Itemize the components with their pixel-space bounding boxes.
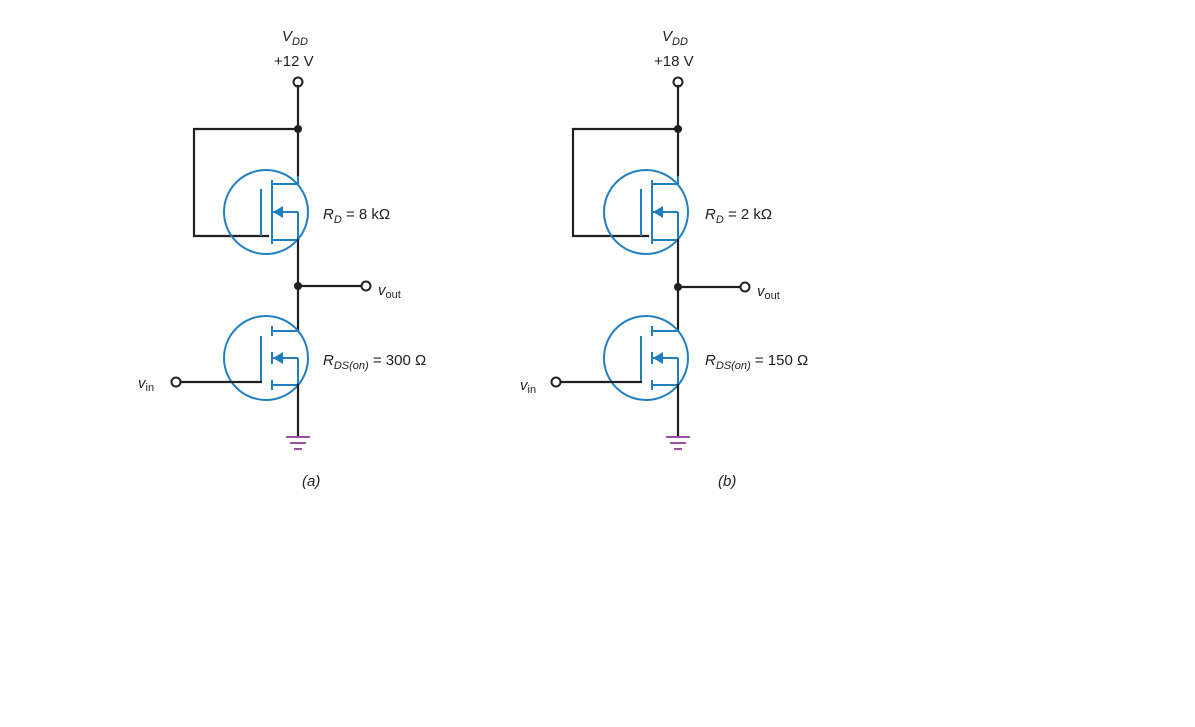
vdd-value-b: +18 V — [654, 53, 694, 70]
vout-label-b: vout — [757, 283, 780, 302]
vin-label-a: vin — [138, 375, 154, 394]
switch-mosfet-a — [223, 315, 309, 401]
vin-label-b: vin — [520, 377, 536, 396]
rd-label-a: RD = 8 kΩ — [323, 206, 390, 226]
load-mosfet-a — [223, 169, 309, 255]
circuit-b: VDD +18 V RD = 2 kΩ vout — [520, 28, 808, 490]
caption-a: (a) — [302, 473, 320, 490]
circuit-a: VDD +12 V RD = 8 kΩ vout — [138, 28, 426, 490]
vin-terminal-a — [170, 376, 182, 388]
rd-label-b: RD = 2 kΩ — [705, 206, 772, 226]
vout-label-a: vout — [378, 282, 401, 301]
switch-mosfet-b — [603, 315, 689, 401]
caption-b: (b) — [718, 473, 736, 490]
vin-terminal-b — [550, 376, 562, 388]
vdd-label-a: VDD — [282, 28, 308, 48]
gate-loop-wire-a — [192, 127, 300, 238]
load-mosfet-b — [603, 169, 689, 255]
rds-label-a: RDS(on) = 300 Ω — [323, 352, 426, 372]
vout-terminal-b — [739, 281, 751, 293]
vdd-value-a: +12 V — [274, 53, 314, 70]
ground-symbol-a — [286, 436, 310, 450]
ground-symbol-b — [666, 436, 690, 450]
vdd-label-b: VDD — [662, 28, 688, 48]
vout-terminal-a — [360, 280, 372, 292]
rds-label-b: RDS(on) = 150 Ω — [705, 352, 808, 372]
gate-loop-wire-b — [571, 127, 680, 238]
